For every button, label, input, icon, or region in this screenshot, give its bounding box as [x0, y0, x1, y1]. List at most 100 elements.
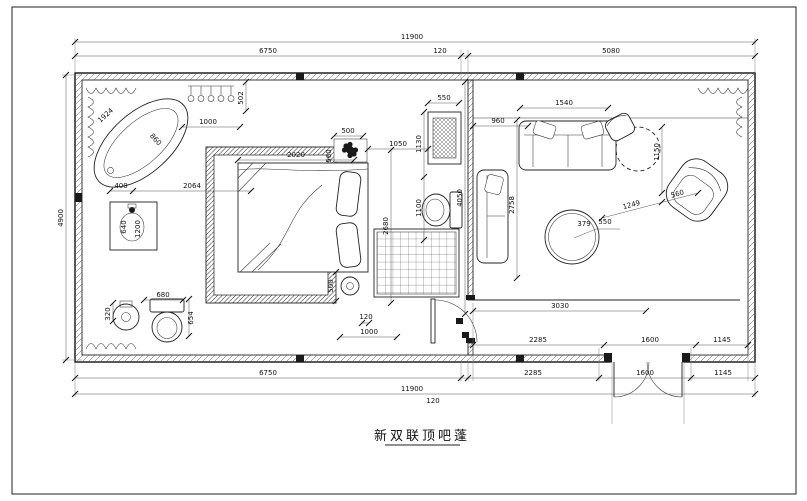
- dim-label: 11900: [401, 33, 423, 41]
- pillow: [335, 171, 362, 217]
- curtain-left: [87, 96, 94, 158]
- dim-label: 1150: [653, 143, 661, 161]
- dim-label: 1249: [622, 199, 641, 211]
- door-jamb: [604, 353, 612, 363]
- chair-pillow: [484, 174, 504, 195]
- sheet-frame: [11, 6, 797, 495]
- dim-label: 120: [426, 397, 439, 405]
- sofa: [518, 120, 617, 171]
- coat-hooks: [187, 85, 235, 102]
- dimension-labels: 11900 6750 120 5080 4900 2285 1600 1145 …: [57, 33, 732, 405]
- pillow: [335, 222, 362, 268]
- vanity-counter: [109, 201, 158, 251]
- lounge-chair: [476, 169, 509, 264]
- sofa-pillow: [532, 120, 557, 140]
- armchair: [665, 158, 729, 222]
- sofa-pillow: [580, 120, 605, 140]
- dim-label: 4900: [57, 209, 65, 227]
- mullion: [296, 73, 304, 80]
- curtain-top-right: [697, 87, 749, 94]
- dim-label: 550: [598, 218, 611, 226]
- dim-label: 2758: [508, 196, 516, 214]
- dim-label: 560: [670, 188, 685, 199]
- dim-label: 2064: [183, 182, 201, 190]
- bathtub: [93, 98, 189, 188]
- toilet-2: [421, 191, 463, 229]
- dim-label: 120: [433, 47, 446, 55]
- dim-label: 1600: [636, 369, 654, 377]
- dim-label: 500: [327, 279, 335, 292]
- dim-label: 680: [156, 291, 169, 299]
- walls: [74, 72, 756, 363]
- dim-label: 1100: [415, 199, 423, 217]
- dim-label: 960: [491, 117, 504, 125]
- bedroom-furniture: [205, 111, 478, 344]
- dim-label: 1600: [641, 336, 659, 344]
- dim-label: 654: [187, 311, 195, 325]
- dining-table: [615, 126, 661, 172]
- dim-label: 1050: [389, 140, 407, 148]
- dim-label: 2680: [382, 217, 390, 235]
- mullion: [75, 193, 82, 202]
- interior-door: [430, 298, 478, 344]
- dim-label: 1000: [199, 118, 217, 126]
- dimension-ticks: [62, 38, 759, 398]
- dim-label: 120: [359, 313, 372, 321]
- door-jamb: [682, 353, 690, 363]
- curtain-right: [736, 96, 743, 138]
- dim-label: 5080: [602, 47, 620, 55]
- dim-label: 2285: [524, 369, 542, 377]
- bed: [237, 162, 369, 273]
- mullion: [296, 355, 304, 362]
- dining-chair: [605, 112, 635, 142]
- dim-label: 1145: [713, 336, 731, 344]
- dim-label: 379: [577, 220, 590, 228]
- partition-wall: [467, 79, 474, 301]
- dim-label: 11900: [401, 385, 423, 393]
- curtain-bottom-left: [85, 343, 137, 350]
- mullion: [516, 73, 524, 80]
- dim-label: 6750: [259, 47, 277, 55]
- entry-doors: [613, 361, 683, 398]
- faucet-icon: [129, 207, 135, 213]
- title-block: 新双联顶吧蓬: [374, 428, 470, 446]
- decor-plant: [341, 141, 359, 159]
- dim-label: 2020: [287, 151, 305, 159]
- dim-label: 1130: [415, 135, 423, 153]
- living-furniture: [476, 112, 729, 398]
- dim-label: 320: [104, 307, 112, 320]
- dim-label: 1145: [714, 369, 732, 377]
- mullion: [516, 355, 524, 362]
- door-stop: [462, 332, 469, 338]
- dim-label: 400: [114, 182, 127, 190]
- curtain-top-left: [85, 87, 137, 94]
- dim-label: 1540: [555, 99, 573, 107]
- door-jamb: [466, 338, 475, 343]
- toilet: [149, 298, 185, 343]
- partition-wall: [467, 342, 474, 356]
- dim-label: 502: [237, 91, 245, 104]
- dim-label: 550: [437, 94, 450, 102]
- door-jamb: [466, 295, 475, 300]
- tv-cabinet: [427, 111, 462, 165]
- dim-label: 2285: [529, 336, 547, 344]
- dimension-lines: [65, 41, 755, 395]
- dim-label: 560: [325, 149, 333, 162]
- coffee-table: [544, 209, 600, 265]
- dim-label: 4050: [456, 189, 464, 207]
- bathroom-fixtures: [93, 85, 235, 343]
- drawing-title: 新双联顶吧蓬: [374, 428, 470, 444]
- curtains: [85, 87, 749, 350]
- dim-label: 1200: [134, 220, 142, 238]
- entry-opening: [610, 352, 684, 363]
- dim-label: 500: [341, 127, 354, 135]
- dim-label: 6750: [259, 369, 277, 377]
- dim-label: 640: [120, 220, 128, 233]
- dim-label: 3030: [551, 302, 569, 310]
- pedestal-sink: [112, 300, 140, 331]
- dim-label: 1000: [360, 328, 378, 336]
- door-stop: [456, 318, 463, 324]
- dim-label: 1924: [96, 106, 115, 124]
